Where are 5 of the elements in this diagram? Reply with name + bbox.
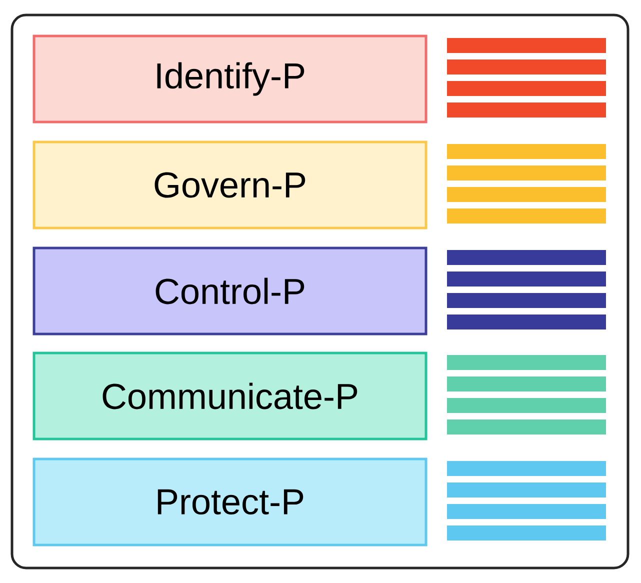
label-box: Govern-P (32, 140, 428, 230)
label-box: Control-P (32, 246, 428, 336)
label-box: Communicate-P (32, 352, 428, 440)
label-box: Protect-P (32, 458, 428, 546)
label-box: Identify-P (32, 34, 428, 124)
